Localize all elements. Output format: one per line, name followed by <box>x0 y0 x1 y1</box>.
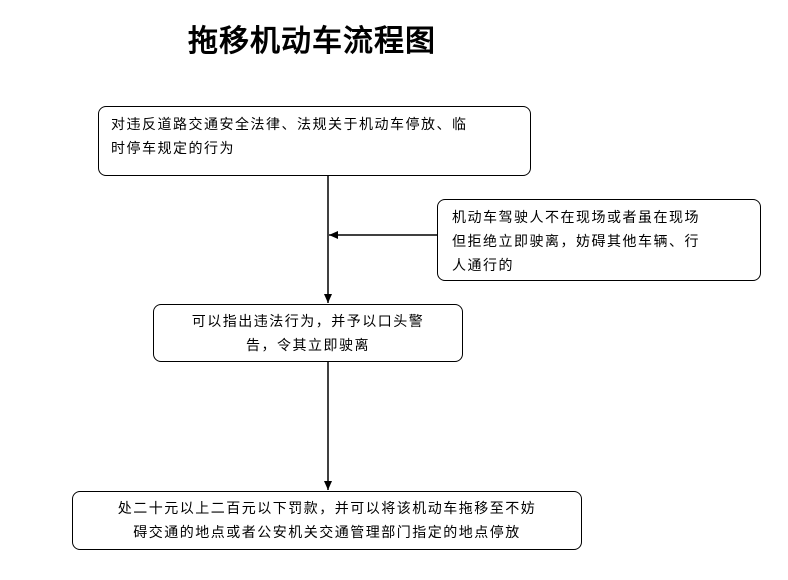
penalty-node-box: 处二十元以上二百元以下罚款，并可以将该机动车拖移至不妨 碍交通的地点或者公安机关… <box>72 491 582 550</box>
penalty-node-line2: 碍交通的地点或者公安机关交通管理部门指定的地点停放 <box>133 525 521 541</box>
penalty-node-line1: 处二十元以上二百元以下罚款，并可以将该机动车拖移至不妨 <box>117 501 537 517</box>
start-node-line2: 时停车规定的行为 <box>111 141 235 157</box>
condition-node-line2: 但拒绝立即驶离，妨碍其他车辆、行 <box>452 234 700 250</box>
condition-node-box: 机动车驾驶人不在现场或者虽在现场 但拒绝立即驶离，妨碍其他车辆、行 人通行的 <box>437 199 761 281</box>
start-node-line1: 对违反道路交通安全法律、法规关于机动车停放、临 <box>111 117 468 133</box>
condition-node-line3: 人通行的 <box>452 258 514 274</box>
warning-node-line1: 可以指出违法行为，并予以口头警 <box>191 314 425 330</box>
warning-node-line2: 告，令其立即驶离 <box>246 338 370 354</box>
warning-node-box: 可以指出违法行为，并予以口头警 告，令其立即驶离 <box>153 304 463 362</box>
diagram-title: 拖移机动车流程图 <box>188 24 436 59</box>
condition-node-line1: 机动车驾驶人不在现场或者虽在现场 <box>452 210 700 226</box>
start-node-box: 对违反道路交通安全法律、法规关于机动车停放、临 时停车规定的行为 <box>98 106 531 176</box>
